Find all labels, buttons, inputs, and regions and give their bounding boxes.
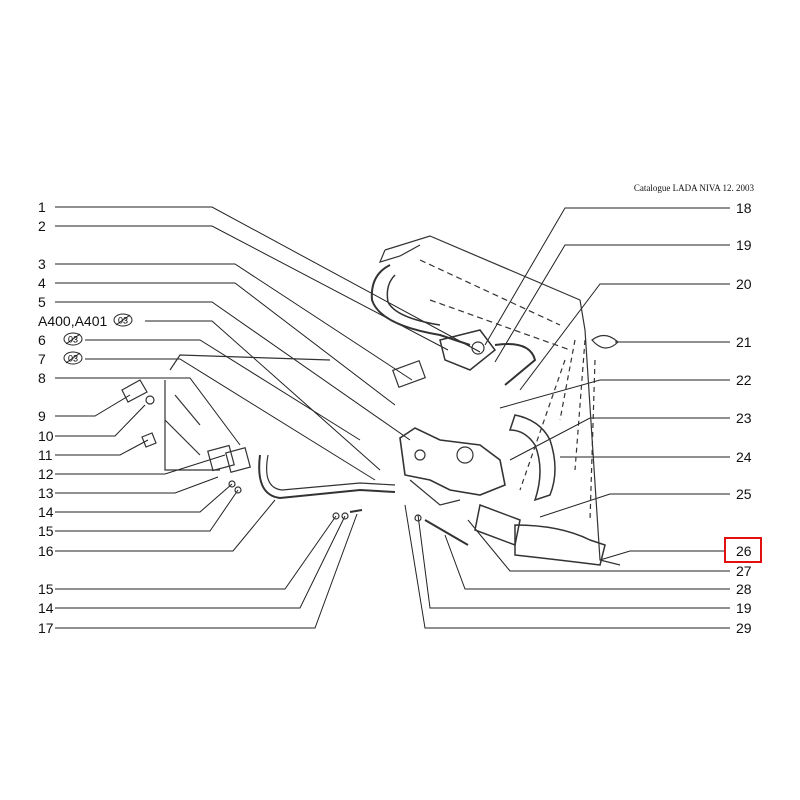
label-18: 18	[736, 200, 752, 216]
leader-8	[55, 377, 241, 446]
leader-9	[55, 394, 131, 417]
label-a400-a401: A400,A401	[38, 313, 108, 329]
leader-2	[55, 225, 449, 351]
label-27: 27	[736, 563, 752, 579]
leader-3	[55, 263, 413, 381]
leader-17	[55, 513, 358, 629]
label-21: 21	[736, 334, 752, 350]
part-10	[145, 395, 155, 405]
label-5: 5	[38, 294, 46, 310]
radiator-outline	[384, 235, 621, 566]
leader-15a	[55, 489, 239, 532]
label-19b: 19	[736, 600, 752, 616]
label-20: 20	[736, 276, 752, 292]
label-11: 11	[38, 447, 53, 463]
part-13	[225, 447, 251, 473]
part-9	[121, 379, 148, 403]
bypass-tube	[258, 454, 396, 500]
leader-22	[499, 379, 730, 409]
badge-crossed: 03	[113, 313, 133, 327]
leader-1	[55, 206, 481, 353]
part-12	[207, 444, 235, 472]
leader-19	[494, 244, 730, 363]
leader-12	[55, 454, 226, 475]
label-24: 24	[736, 449, 752, 465]
badge-crossed: 03	[63, 351, 83, 365]
thermostat	[439, 329, 497, 371]
leader-15b	[55, 515, 337, 590]
label-2: 2	[38, 218, 46, 234]
label-13: 13	[38, 485, 54, 501]
leader-16	[55, 499, 276, 552]
label-22: 22	[736, 372, 752, 388]
label-12: 12	[38, 466, 54, 482]
label-15b: 15	[38, 581, 54, 597]
leader-13	[55, 476, 219, 494]
svg-text:03: 03	[118, 316, 128, 326]
pump-hose	[508, 414, 556, 502]
svg-text:03: 03	[68, 354, 78, 364]
label-17: 17	[38, 620, 54, 636]
label-16: 16	[38, 543, 54, 559]
bolt-29	[424, 519, 469, 546]
leader-7	[85, 358, 376, 481]
label-14b: 14	[38, 600, 54, 616]
leader-28	[444, 534, 730, 590]
leader-10	[55, 404, 146, 437]
upper-hose	[370, 264, 471, 346]
leader-23	[509, 417, 730, 461]
part-flange-3	[391, 359, 427, 389]
leader-6	[85, 339, 361, 441]
leader-14a	[55, 483, 233, 513]
leader-18	[484, 207, 730, 346]
leader-14b	[55, 515, 346, 609]
catalogue-header: Catalogue LADA NIVA 12. 2003	[633, 183, 754, 193]
label-6: 6	[38, 332, 46, 348]
label-8: 8	[38, 370, 46, 386]
leader-20	[519, 283, 730, 391]
panel-outline	[164, 354, 331, 471]
leader-19b	[417, 514, 730, 609]
label-7: 7	[38, 351, 46, 367]
label-9: 9	[38, 408, 46, 424]
leader-26	[599, 550, 725, 561]
label-1: 1	[38, 199, 46, 215]
leader-5	[55, 301, 411, 441]
label-14: 14	[38, 504, 54, 520]
leader-4	[55, 282, 396, 406]
long-hose	[494, 343, 537, 386]
label-19: 19	[736, 237, 752, 253]
label-15: 15	[38, 523, 54, 539]
label-25: 25	[736, 486, 752, 502]
lower-hose	[514, 524, 606, 566]
label-26[interactable]: 26	[736, 543, 752, 559]
leader-25	[539, 493, 730, 518]
leader-29	[404, 504, 730, 629]
water-pump	[399, 427, 506, 496]
badge-crossed: 03	[63, 332, 83, 346]
leader-27	[467, 519, 730, 572]
label-29: 29	[736, 620, 752, 636]
svg-text:03: 03	[68, 335, 78, 345]
label-3: 3	[38, 256, 46, 272]
highlight-box	[724, 537, 762, 563]
label-23: 23	[736, 410, 752, 426]
leader-11	[55, 439, 149, 456]
lower-pipe	[474, 503, 521, 547]
part-21	[591, 334, 619, 349]
label-4: 4	[38, 275, 46, 291]
leader-A400	[145, 320, 381, 471]
label-10: 10	[38, 428, 54, 444]
part-11	[141, 432, 157, 448]
bolt-17	[349, 509, 363, 513]
label-28: 28	[736, 581, 752, 597]
